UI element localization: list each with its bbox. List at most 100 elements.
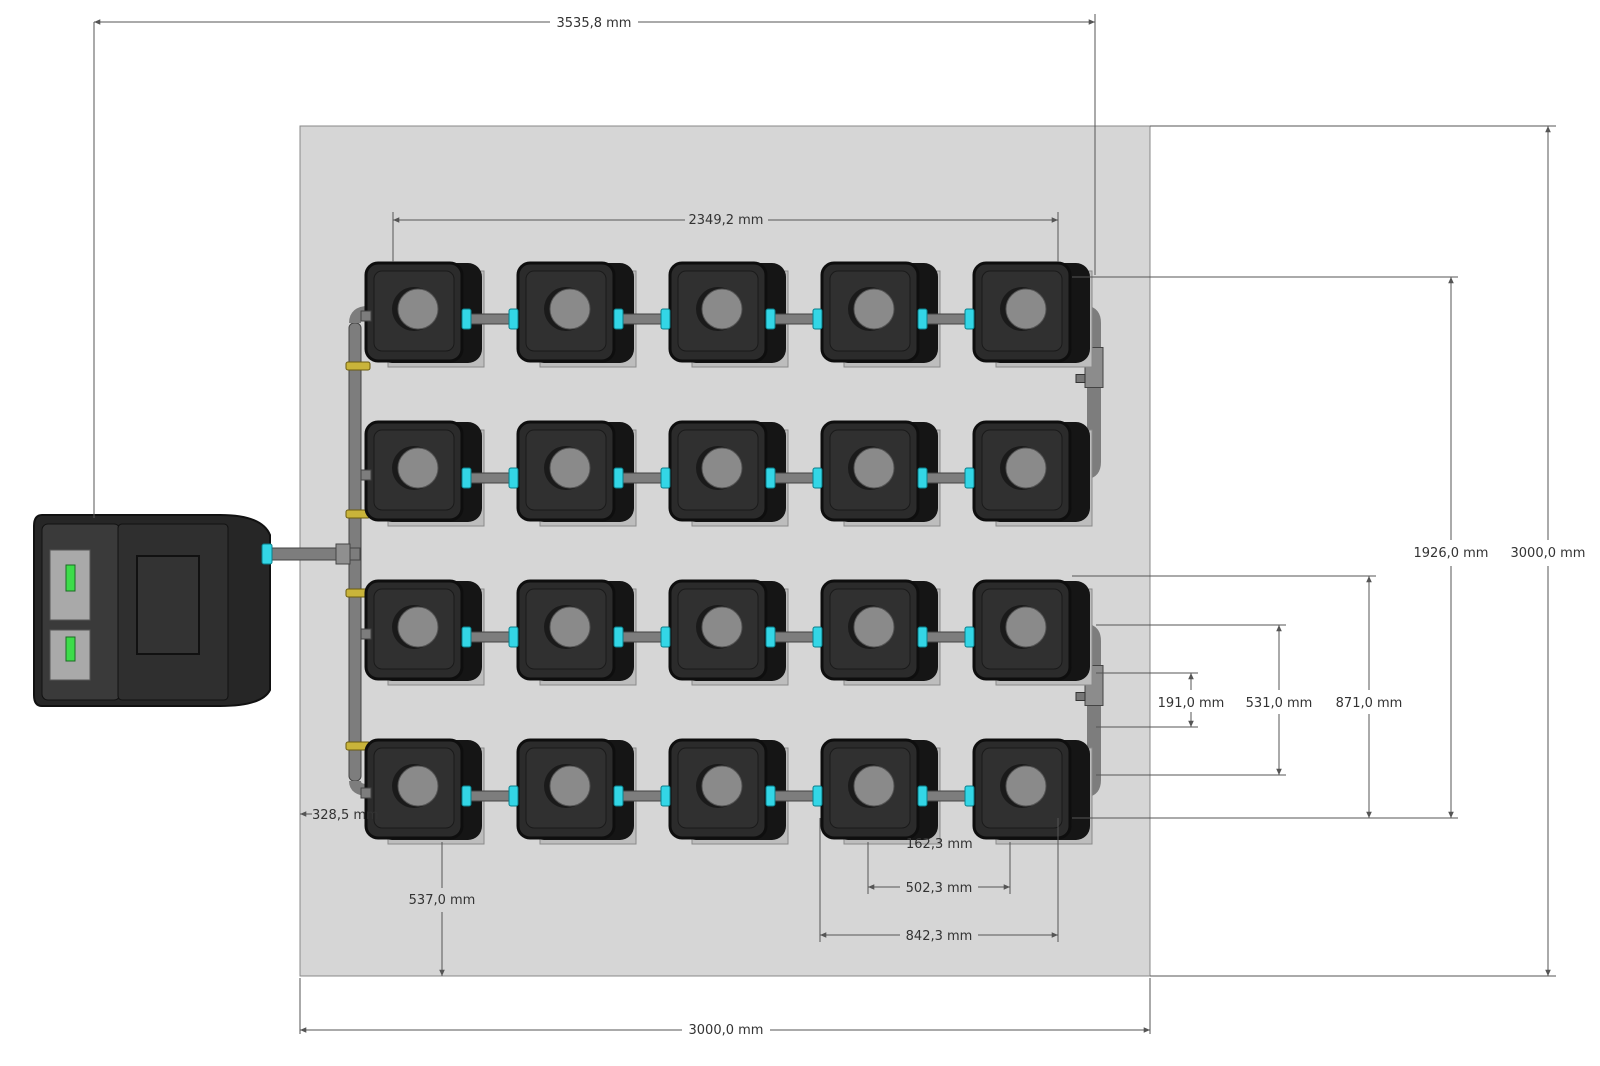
link-connector bbox=[613, 467, 624, 489]
link-connector bbox=[461, 785, 472, 807]
manifold-stub bbox=[360, 469, 372, 481]
pot bbox=[820, 738, 941, 845]
pot bbox=[364, 738, 485, 845]
link-connector bbox=[613, 785, 624, 807]
pot bbox=[668, 738, 789, 845]
link-connector bbox=[917, 626, 928, 648]
dim-lower-depth: 871,0 mm bbox=[1336, 696, 1403, 711]
link-connector bbox=[508, 785, 519, 807]
link-connector bbox=[964, 626, 975, 648]
control-reservoir bbox=[33, 514, 273, 707]
pot-opening-inner bbox=[853, 765, 895, 807]
pot bbox=[516, 579, 637, 686]
floor-area bbox=[299, 125, 1151, 977]
link-connector bbox=[812, 467, 823, 489]
link-connector bbox=[461, 467, 472, 489]
link-connector bbox=[508, 626, 519, 648]
pot bbox=[820, 420, 941, 527]
pot-opening-inner bbox=[549, 606, 591, 648]
link-connector bbox=[508, 467, 519, 489]
dim-grid-depth: 1926,0 mm bbox=[1414, 546, 1489, 561]
pot-opening-inner bbox=[397, 765, 439, 807]
pot-opening-inner bbox=[397, 288, 439, 330]
pot bbox=[668, 420, 789, 527]
link-connector bbox=[660, 467, 671, 489]
pot-opening-inner bbox=[701, 288, 743, 330]
dim-floor-width: 3000,0 mm bbox=[689, 1023, 764, 1038]
pot-opening-inner bbox=[1005, 765, 1047, 807]
link-connector bbox=[660, 308, 671, 330]
link-connector bbox=[917, 467, 928, 489]
status-indicator-upper bbox=[65, 564, 76, 592]
pot-opening-inner bbox=[1005, 447, 1047, 489]
dim-overall-width: 3535,8 mm bbox=[557, 16, 632, 31]
pot-opening-inner bbox=[549, 447, 591, 489]
pot-opening-inner bbox=[549, 765, 591, 807]
link-connector bbox=[765, 626, 776, 648]
link-connector bbox=[812, 626, 823, 648]
pot bbox=[972, 420, 1093, 527]
link-connector bbox=[812, 308, 823, 330]
pot-opening-inner bbox=[701, 606, 743, 648]
pot bbox=[668, 579, 789, 686]
pot-opening-inner bbox=[701, 447, 743, 489]
pot bbox=[972, 738, 1093, 845]
manifold-stub bbox=[360, 310, 372, 322]
pot bbox=[364, 579, 485, 686]
dim-edge-offset: 328,5 mm bbox=[312, 808, 379, 823]
status-indicator-lower bbox=[65, 636, 76, 662]
dim-span-502: 502,3 mm bbox=[906, 881, 973, 896]
pot-opening-inner bbox=[397, 606, 439, 648]
link-connector bbox=[508, 308, 519, 330]
dim-gap-531: 531,0 mm bbox=[1246, 696, 1313, 711]
manifold-stub bbox=[360, 628, 372, 640]
dimension-labels: 3535,8 mm 3000,0 mm 3000,0 mm 2349,2 mm … bbox=[312, 14, 1590, 1039]
link-connector bbox=[613, 308, 624, 330]
outlet-connector bbox=[261, 543, 273, 565]
pot-opening-inner bbox=[853, 288, 895, 330]
pot-opening-inner bbox=[1005, 606, 1047, 648]
link-connector bbox=[765, 308, 776, 330]
link-connector bbox=[765, 467, 776, 489]
tee-fitting bbox=[335, 543, 351, 565]
dim-floor-depth: 3000,0 mm bbox=[1511, 546, 1586, 561]
pot-opening-inner bbox=[397, 447, 439, 489]
dim-span-162: 162,3 mm bbox=[906, 837, 973, 852]
pot bbox=[820, 261, 941, 368]
pot-opening-inner bbox=[701, 765, 743, 807]
dim-span-842: 842,3 mm bbox=[906, 929, 973, 944]
link-connector bbox=[917, 308, 928, 330]
pot bbox=[516, 738, 637, 845]
pot-opening-inner bbox=[1005, 288, 1047, 330]
pot-opening-inner bbox=[549, 288, 591, 330]
pot bbox=[972, 261, 1093, 368]
link-connector bbox=[765, 785, 776, 807]
pot bbox=[972, 579, 1093, 686]
dimension-lines bbox=[93, 14, 1556, 1034]
loop-valve bbox=[1075, 374, 1086, 383]
link-connector bbox=[660, 626, 671, 648]
dim-front-offset: 537,0 mm bbox=[409, 893, 476, 908]
pot-opening-inner bbox=[853, 447, 895, 489]
link-connector bbox=[461, 626, 472, 648]
pot bbox=[516, 261, 637, 368]
pot-opening-inner bbox=[853, 606, 895, 648]
link-connector bbox=[964, 308, 975, 330]
link-connector bbox=[613, 626, 624, 648]
manifold-stub bbox=[360, 787, 372, 799]
link-connector bbox=[812, 785, 823, 807]
pot bbox=[820, 579, 941, 686]
link-connector bbox=[660, 785, 671, 807]
dim-gap-191: 191,0 mm bbox=[1158, 696, 1225, 711]
link-connector bbox=[461, 308, 472, 330]
pot bbox=[364, 261, 485, 368]
manifold-clamp bbox=[345, 361, 371, 371]
dim-row-span: 2349,2 mm bbox=[689, 213, 764, 228]
link-connector bbox=[964, 785, 975, 807]
link-connector bbox=[917, 785, 928, 807]
pot bbox=[364, 420, 485, 527]
loop-valve bbox=[1075, 692, 1086, 701]
link-connector bbox=[964, 467, 975, 489]
pots-layer bbox=[360, 261, 1093, 845]
